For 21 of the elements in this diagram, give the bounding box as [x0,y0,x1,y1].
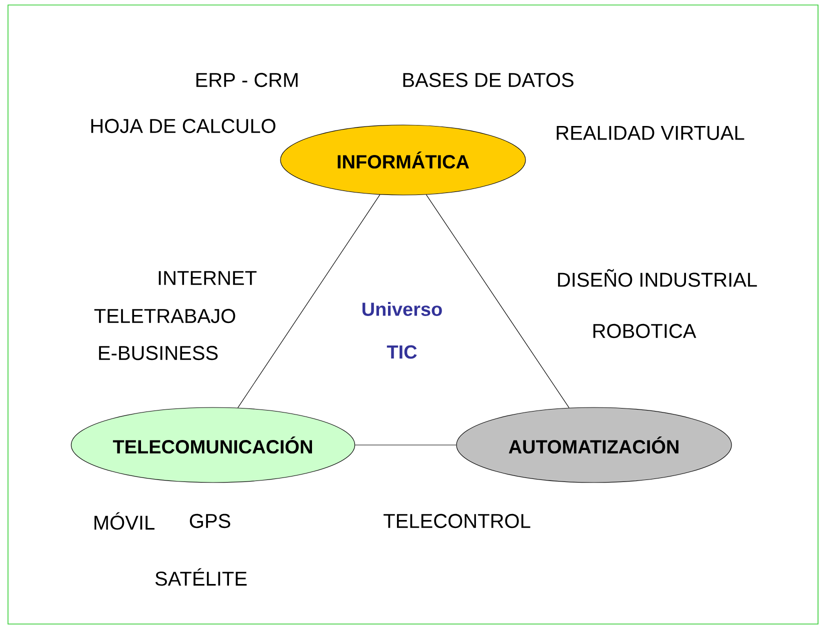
topic-label: INTERNET [158,271,257,285]
connector-line [238,194,380,408]
connector-line [426,194,570,408]
topic-label: DISEÑO INDUSTRIAL [558,269,757,287]
ellipse-node: INFORMÁTICA [280,124,526,196]
topic-label: TELECONTROL [384,514,530,528]
connector-line [354,444,456,446]
topic-label: BASES DE DATOS [403,72,574,88]
title-text: TIC [386,345,417,359]
title-text: Universo [362,302,442,316]
topic-label: REALIDAD VIRTUAL [556,126,744,140]
topic-label: SATÉLITE [155,568,247,586]
topic-label: E-BUSINESS [99,346,218,360]
topic-label: TELETRABAJO [94,308,236,324]
topic-label: ERP - CRM [196,72,298,88]
topic-label: MÓVIL [94,512,154,530]
topic-label: GPS [190,514,230,528]
topic-label: HOJA DE CALCULO [91,118,276,134]
ellipse-node: TELECOMUNICACIÓN [70,407,356,483]
topic-label: ROBOTICA [593,324,696,338]
ellipse-node: AUTOMATIZACIÓN [456,407,732,483]
